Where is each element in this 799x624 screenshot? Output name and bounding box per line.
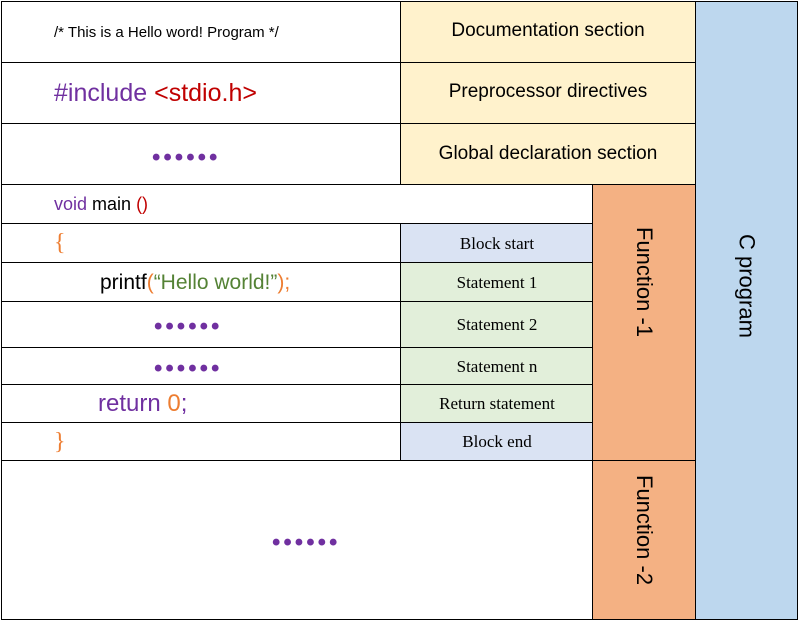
statement-2-ellipsis: ••••••: [154, 313, 223, 340]
return-line: return 0;: [98, 390, 187, 418]
statement-n-cell: ••••••: [1, 347, 402, 386]
function-2-ellipsis: ••••••: [272, 529, 341, 556]
function-1-text: Function -1: [632, 227, 657, 338]
void-keyword: void: [54, 193, 88, 214]
function-1-label: Function -1: [592, 184, 696, 462]
function-2-text: Function -2: [632, 475, 657, 586]
main-name: main: [87, 193, 137, 214]
preprocessor-section-label: Preprocessor directives: [400, 62, 696, 125]
global-ellipsis: ••••••: [152, 144, 221, 171]
block-end-text: Block end: [462, 432, 532, 451]
open-brace: {: [54, 230, 66, 256]
main-signature: void main (): [54, 194, 148, 215]
statement-1-text: Statement 1: [456, 272, 538, 292]
global-section-label: Global declaration section: [400, 123, 696, 185]
open-brace-cell: {: [1, 223, 402, 264]
c-program-text: C program: [734, 234, 760, 338]
main-signature-cell: void main (): [1, 184, 594, 224]
statement-2-label: Statement 2: [400, 301, 594, 349]
return-keyword: return: [98, 390, 168, 417]
function-2-label: Function -2: [592, 460, 696, 620]
statement-n-text: Statement n: [456, 356, 538, 376]
main-parens: (): [136, 193, 149, 214]
return-statement-text: Return statement: [439, 394, 555, 413]
return-value: 0: [167, 390, 181, 417]
block-start-text: Block start: [459, 233, 535, 253]
doc-comment-text: /* This is a Hello word! Program */: [54, 24, 279, 41]
return-semicolon: ;: [180, 390, 188, 417]
documentation-section-label: Documentation section: [400, 1, 696, 64]
documentation-section-text: Documentation section: [451, 20, 645, 41]
printf-open-paren: (: [146, 270, 154, 294]
close-brace: }: [54, 428, 66, 455]
statement-2-text: Statement 2: [456, 315, 538, 334]
include-line: #include <stdio.h>: [54, 79, 257, 108]
block-start-label: Block start: [400, 223, 594, 264]
statement-n-label: Statement n: [400, 347, 594, 386]
block-end-label: Block end: [400, 422, 594, 462]
c-program-label: C program: [695, 1, 798, 620]
printf-name: printf: [100, 270, 147, 294]
printf-close: );: [277, 270, 291, 294]
global-code-cell: ••••••: [1, 123, 402, 185]
statement-2-cell: ••••••: [1, 301, 402, 349]
doc-code-cell: /* This is a Hello word! Program */: [1, 1, 402, 64]
return-cell: return 0;: [1, 384, 402, 424]
statement-n-ellipsis: ••••••: [154, 354, 223, 382]
function-2-body-cell: ••••••: [1, 460, 594, 620]
printf-string: “Hello world!”: [153, 270, 278, 294]
preprocessor-section-text: Preprocessor directives: [448, 81, 648, 102]
printf-cell: printf(“Hello world!”);: [1, 262, 402, 303]
include-header: <stdio.h>: [154, 79, 257, 107]
global-section-text: Global declaration section: [438, 143, 658, 164]
statement-1-label: Statement 1: [400, 262, 594, 303]
close-brace-cell: }: [1, 422, 402, 462]
include-code-cell: #include <stdio.h>: [1, 62, 402, 125]
include-keyword: #include: [54, 79, 148, 107]
printf-line: printf(“Hello world!”);: [100, 271, 290, 295]
return-statement-label: Return statement: [400, 384, 594, 424]
